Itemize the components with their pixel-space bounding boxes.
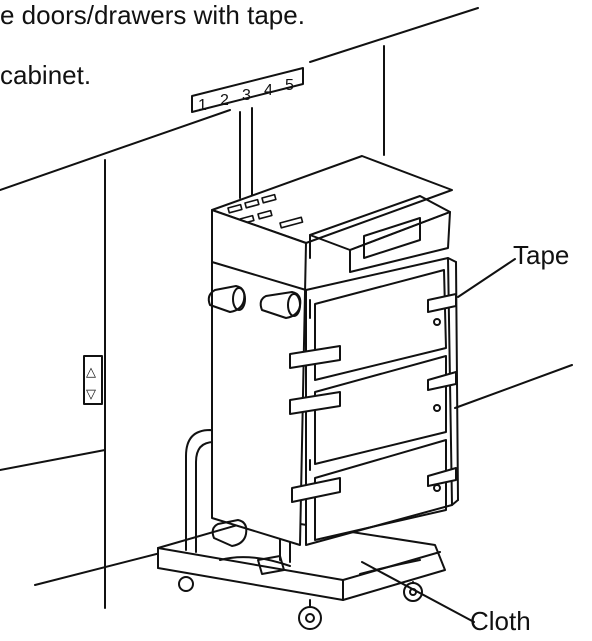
- floor-digit-2: 2: [220, 92, 229, 109]
- up-arrow-icon: △: [86, 365, 96, 380]
- wall-lines: [0, 8, 572, 608]
- instruction-line-1: e doors/drawers with tape.: [0, 0, 305, 30]
- down-arrow-icon: ▽: [86, 387, 96, 402]
- floor-indicator-sign: 1 2 3 4 5: [192, 68, 303, 114]
- instruction-line-2: cabinet.: [0, 60, 92, 90]
- tape-callout-line: [458, 259, 515, 297]
- cloth-callout-line: [362, 562, 474, 622]
- cloth-label: Cloth: [470, 606, 531, 636]
- floor-digit-1: 1: [198, 97, 207, 114]
- floor-digit-4: 4: [264, 82, 273, 99]
- vent-slots: [228, 195, 303, 228]
- elevator-call-panel: △ ▽: [84, 356, 102, 404]
- floor-digit-5: 5: [285, 77, 294, 94]
- floor-digit-3: 3: [242, 87, 251, 104]
- heated-cabinet: [209, 156, 458, 574]
- tape-straps: [290, 294, 456, 502]
- tape-label: Tape: [513, 240, 570, 270]
